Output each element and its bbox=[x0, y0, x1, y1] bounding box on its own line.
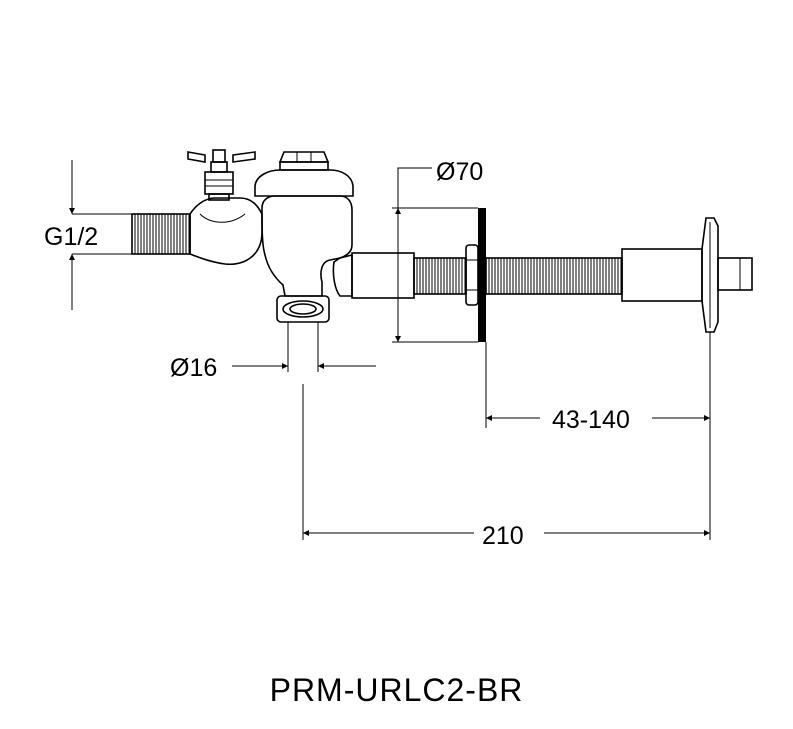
dim-total-length: 210 bbox=[302, 384, 710, 550]
dim-outlet-diameter: Ø16 bbox=[170, 322, 376, 382]
dim-thread-size: G1/2 bbox=[44, 160, 132, 310]
stop-valve-body bbox=[189, 197, 263, 265]
total-length-label: 210 bbox=[482, 522, 524, 550]
dim-flange-diameter: Ø70 bbox=[392, 158, 483, 343]
model-number: PRM-URLC2-BR bbox=[269, 672, 524, 708]
thread-size-label: G1/2 bbox=[44, 223, 98, 251]
flush-valve-drawing bbox=[131, 149, 753, 342]
flange-diameter-label: Ø70 bbox=[436, 158, 483, 186]
outlet-diameter-label: Ø16 bbox=[170, 354, 217, 382]
wall-flange bbox=[478, 208, 486, 342]
spud-flange bbox=[701, 217, 719, 333]
outlet-nut bbox=[276, 295, 330, 323]
flush-valve-body bbox=[261, 195, 353, 297]
dim-adjust-range: 43-140 bbox=[485, 332, 711, 540]
stop-valve-handle bbox=[187, 149, 256, 201]
inlet-thread bbox=[131, 213, 191, 255]
flush-pipe-thread bbox=[413, 257, 467, 295]
long-thread bbox=[485, 257, 623, 295]
flush-pipe-sleeve bbox=[351, 252, 415, 299]
adjust-range-label: 43-140 bbox=[552, 406, 630, 434]
